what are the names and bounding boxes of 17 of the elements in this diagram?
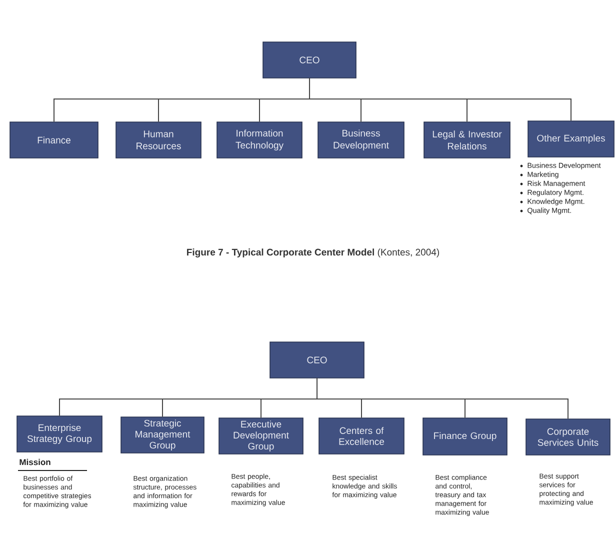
org-chart-box: Finance Group [422, 418, 508, 456]
org-chart-box: Corporate Services Units [526, 418, 610, 456]
org-chart-box: Strategic Management Group [120, 416, 204, 454]
org-chart-box: CEO [262, 42, 356, 78]
org-chart-box: Information Technology [216, 122, 302, 158]
connector-line [309, 78, 572, 122]
org-chart-box: Legal & Investor Relations [424, 122, 510, 158]
org-chart-box: Business Development [318, 122, 404, 158]
org-chart-box: Finance [10, 122, 98, 158]
org-chart-box: Other Examples [528, 120, 614, 158]
org-chart-box: CEO [270, 342, 364, 378]
connector-line [316, 378, 568, 420]
org-chart-box: Enterprise Strategy Group [16, 416, 102, 452]
org-chart-box: Executive Development Group [218, 418, 304, 454]
figure-caption: Figure 7 - Typical Corporate Center Model (Kontes, 2004) [187, 248, 439, 258]
org-chart-box: Human Resources [116, 122, 202, 158]
org-chart-box: Centers of Excellence [318, 418, 404, 454]
